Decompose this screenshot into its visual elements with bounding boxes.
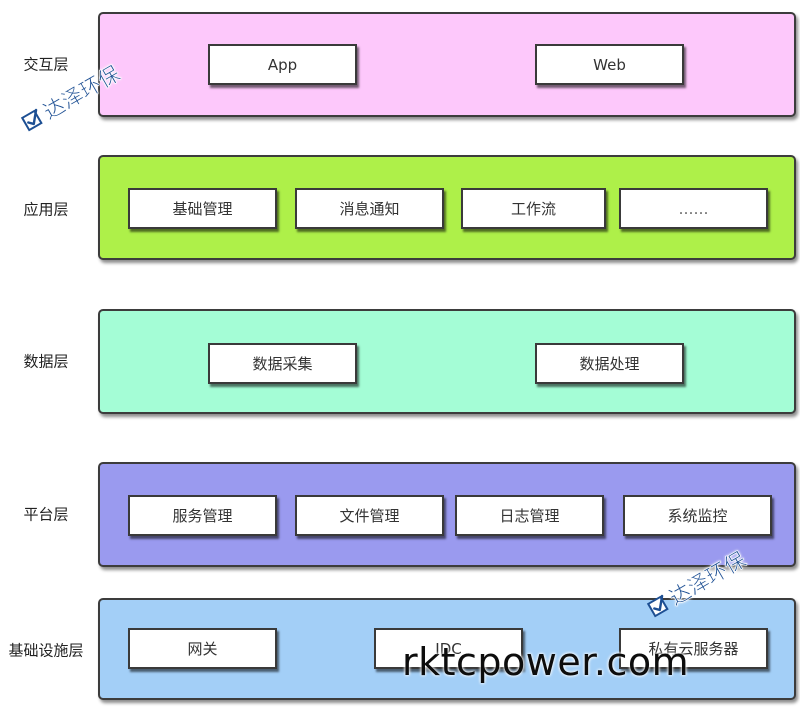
layer-infrastructure: 网关 IDC 私有云服务器 xyxy=(98,598,796,700)
watermark-stamp-bottom: 达泽环保 xyxy=(643,544,752,624)
module-more: …… xyxy=(619,188,768,229)
module-gateway: 网关 xyxy=(128,628,277,669)
layer-application: 基础管理 消息通知 工作流 …… xyxy=(98,155,796,260)
module-log-management: 日志管理 xyxy=(455,495,604,536)
module-data-processing: 数据处理 xyxy=(535,343,684,384)
module-service-management: 服务管理 xyxy=(128,495,277,536)
layer-label-interaction: 交互层 xyxy=(23,55,69,74)
checkbox-icon xyxy=(646,594,669,618)
layer-interaction: App Web xyxy=(98,12,796,117)
module-workflow: 工作流 xyxy=(461,188,606,229)
module-app: App xyxy=(208,44,357,85)
module-data-collection: 数据采集 xyxy=(208,343,357,384)
module-web: Web xyxy=(535,44,684,85)
module-message-notification: 消息通知 xyxy=(295,188,444,229)
layer-label-infrastructure: 基础设施层 xyxy=(8,641,84,660)
module-private-cloud-server: 私有云服务器 xyxy=(619,628,768,669)
layer-label-application: 应用层 xyxy=(23,200,69,219)
module-file-management: 文件管理 xyxy=(295,495,444,536)
layer-label-data: 数据层 xyxy=(23,352,69,371)
layer-label-platform: 平台层 xyxy=(23,505,69,524)
layer-platform: 服务管理 文件管理 日志管理 系统监控 xyxy=(98,462,796,567)
module-idc: IDC xyxy=(374,628,523,669)
checkbox-icon xyxy=(20,108,43,132)
layer-data: 数据采集 数据处理 xyxy=(98,309,796,414)
module-system-monitoring: 系统监控 xyxy=(623,495,772,536)
watermark-stamp-top: 达泽环保 xyxy=(17,58,126,138)
site-watermark: rktcpower.com xyxy=(402,640,690,684)
module-basic-management: 基础管理 xyxy=(128,188,277,229)
